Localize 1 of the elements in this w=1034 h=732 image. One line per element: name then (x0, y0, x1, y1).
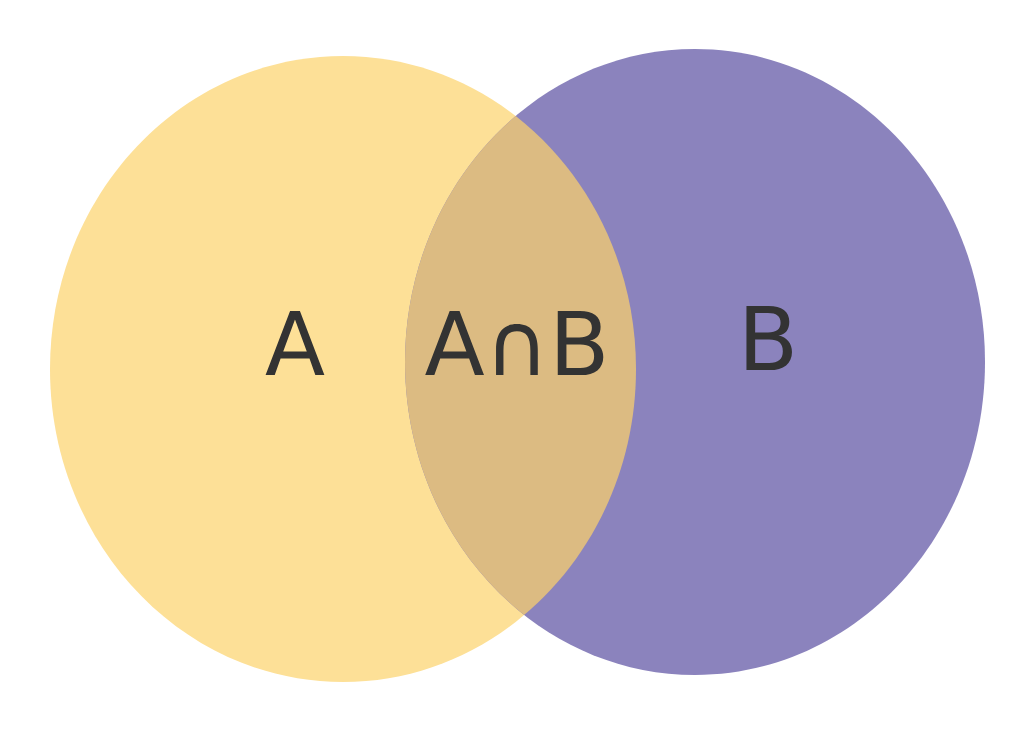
overlap-region: A∩B (425, 310, 604, 376)
